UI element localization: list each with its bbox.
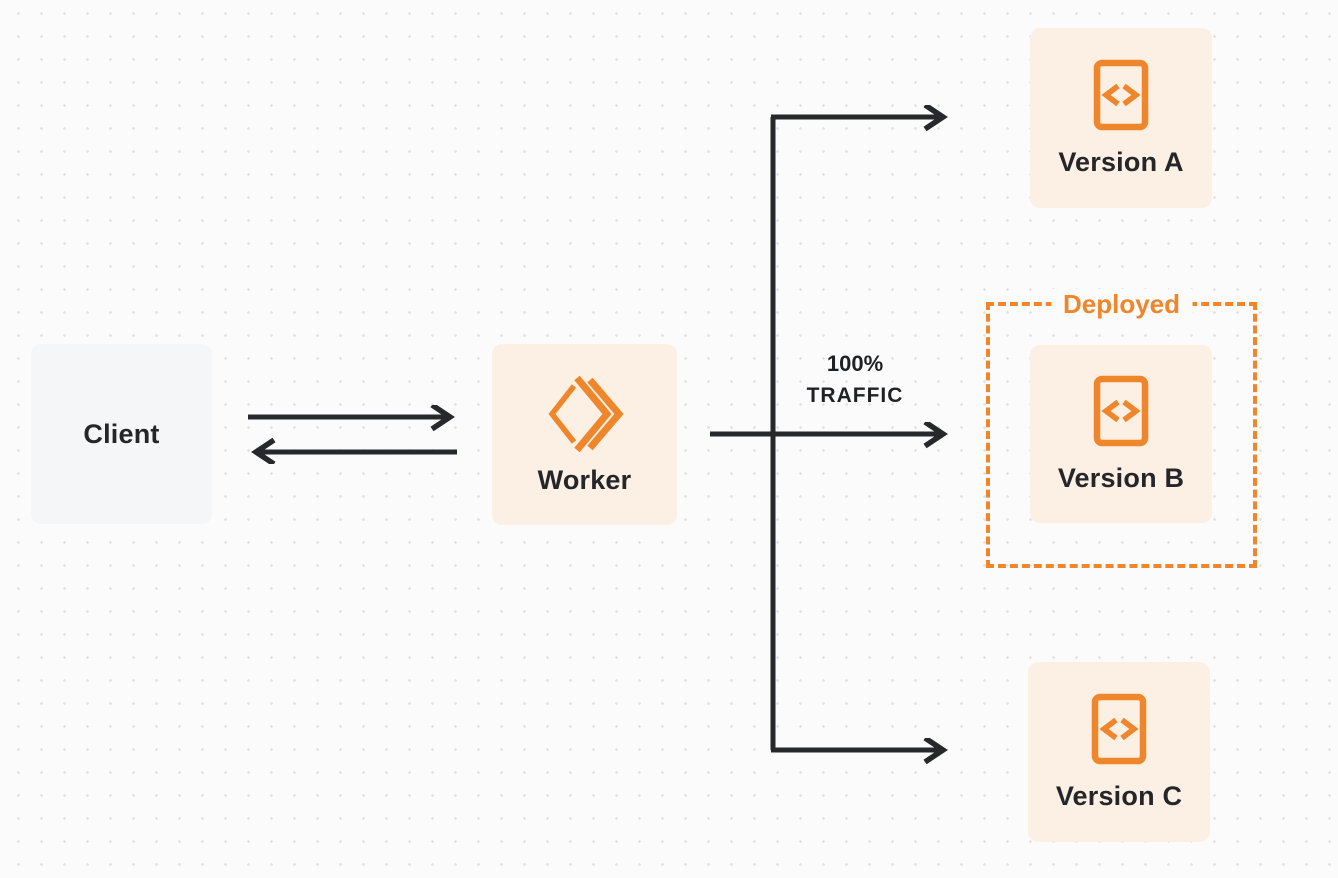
version-a-label: Version A [1058, 146, 1184, 177]
traffic-word-text: TRAFFIC [806, 384, 904, 407]
traffic-percent-text: 100% [826, 351, 884, 376]
traffic-annotation: 100% TRAFFIC [780, 351, 930, 409]
client-label: Client [83, 418, 160, 449]
code-document-icon [1093, 59, 1149, 133]
deployed-label: Deployed [1050, 289, 1193, 320]
node-version-b: Version B [1030, 345, 1212, 523]
version-b-label: Version B [1057, 462, 1185, 493]
node-client: Client [31, 344, 212, 524]
node-version-a: Version A [1030, 28, 1212, 208]
node-worker: Worker [492, 344, 677, 525]
worker-label: Worker [537, 465, 632, 495]
cloudflare-workers-logo-icon [546, 373, 624, 453]
code-document-icon [1091, 693, 1147, 767]
deployed-region: Deployed [986, 289, 1257, 568]
node-version-c: Version C [1028, 662, 1210, 842]
code-document-icon [1093, 375, 1149, 449]
version-c-label: Version C [1055, 780, 1183, 811]
